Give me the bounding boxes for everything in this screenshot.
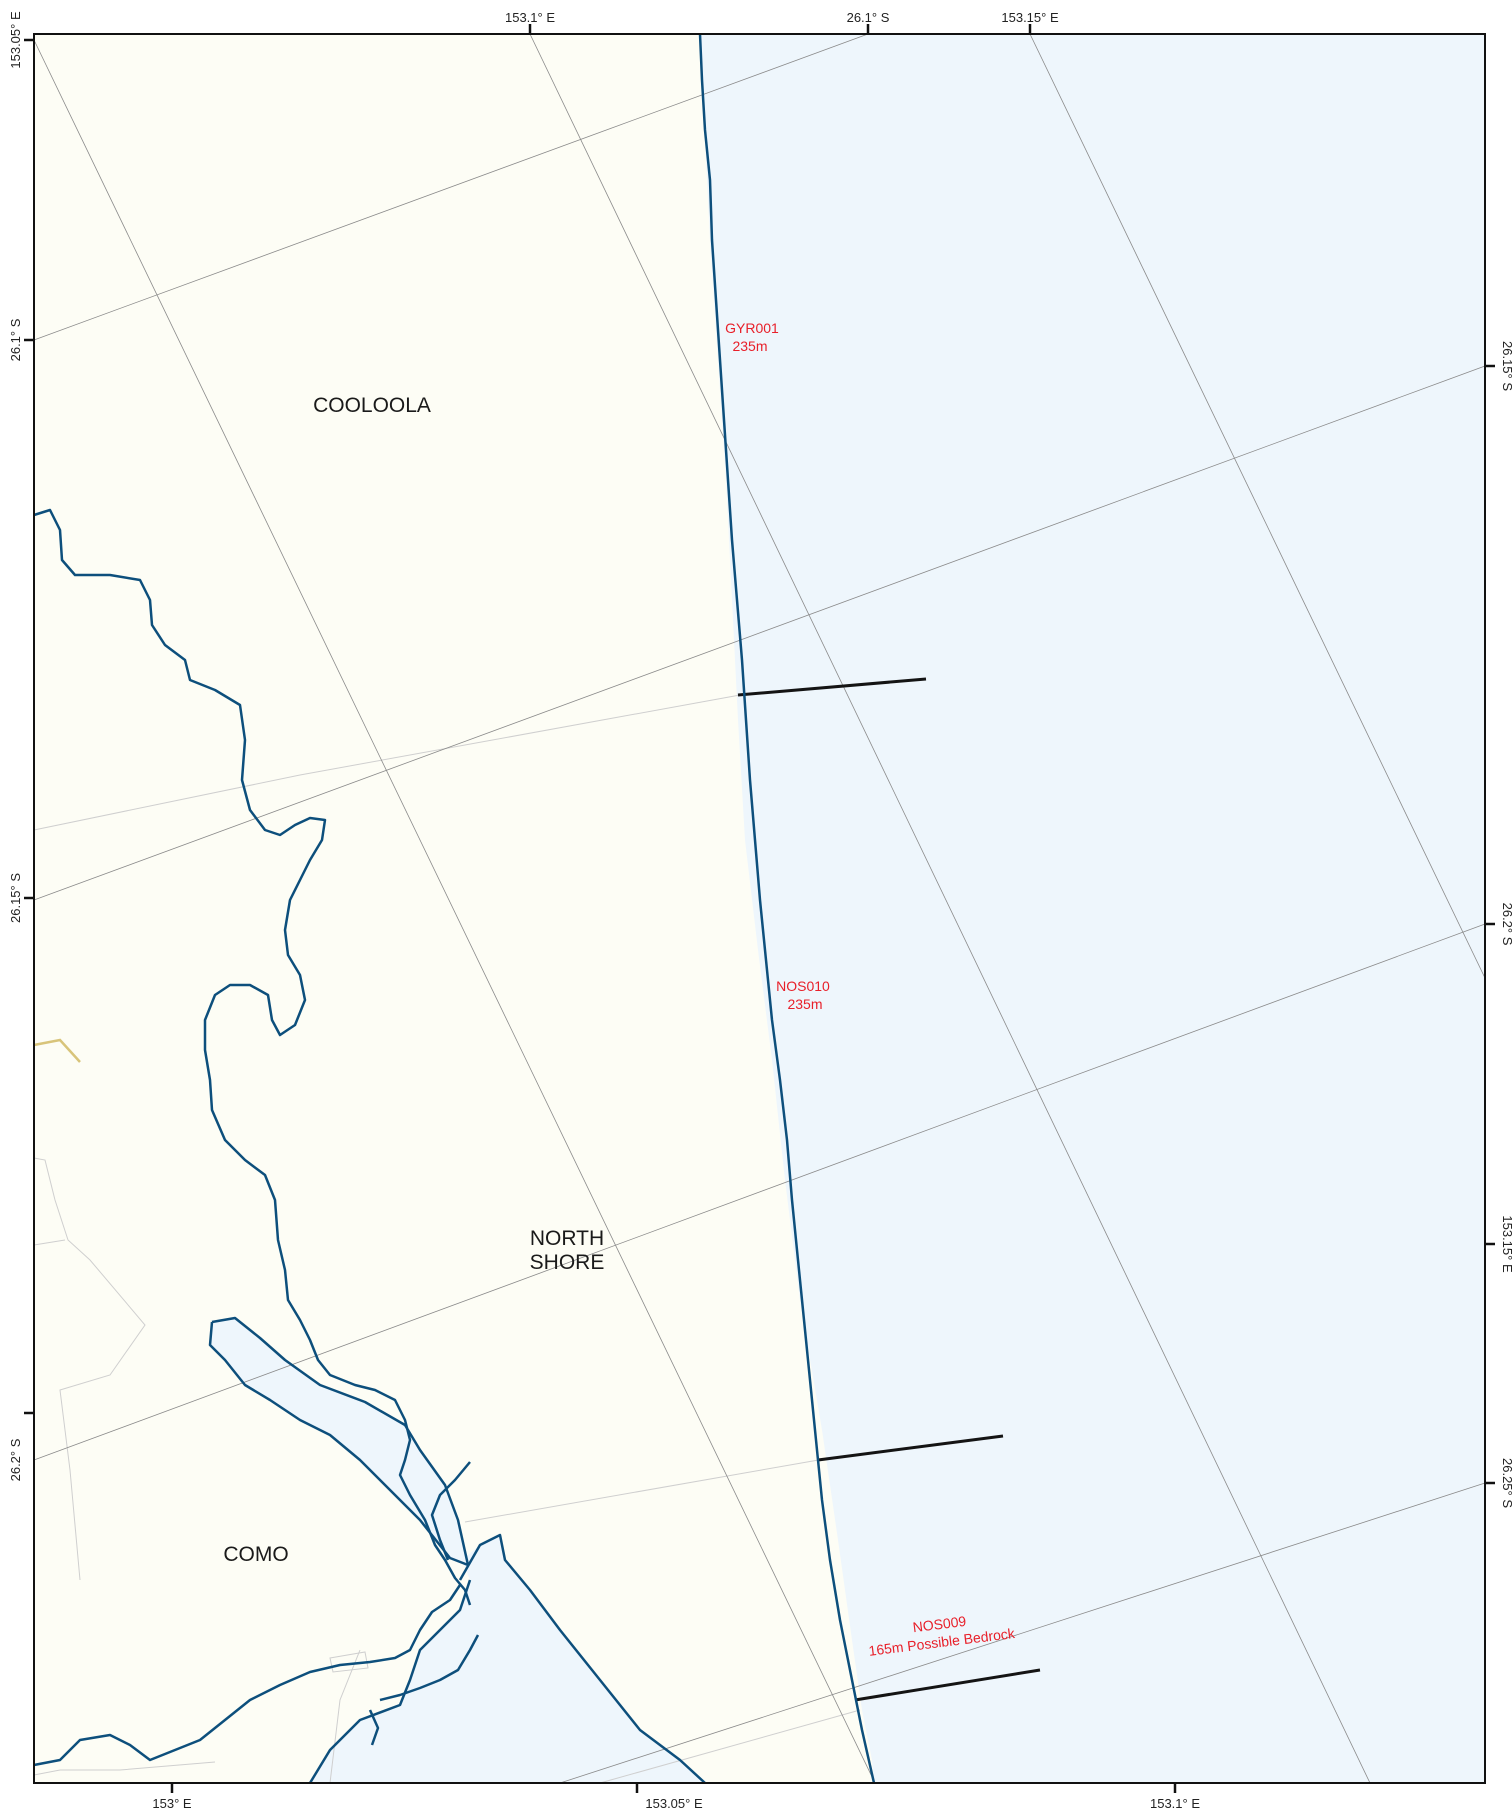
place-cooloola: COOLOOLA xyxy=(313,394,431,417)
bore-gyr001-depth: 235m xyxy=(732,338,767,354)
tick-bottom-3: 153.1° E xyxy=(1150,1796,1200,1811)
road xyxy=(33,1038,81,1063)
graticule xyxy=(33,33,1486,1784)
tick-right-2: 26.2° S xyxy=(1500,903,1512,946)
bore-nos010-name: NOS010 xyxy=(776,978,830,994)
tick-top-1: 153.1° E xyxy=(505,10,555,25)
frame-ticks xyxy=(24,24,1495,1793)
tick-top-2: 26.1° S xyxy=(847,10,890,25)
tick-left-2: 26.1° S xyxy=(8,318,23,361)
tick-left-3: 26.15° S xyxy=(8,873,23,923)
bore-gyr001-name: GYR001 xyxy=(725,320,779,336)
tick-bottom-2: 153.05° E xyxy=(645,1796,703,1811)
transects xyxy=(737,677,1041,1702)
tick-bottom-1: 153° E xyxy=(152,1796,192,1811)
tick-right-1: 26.15° S xyxy=(1500,341,1512,391)
tick-right-3: 153.15° E xyxy=(1500,1215,1512,1273)
coastline xyxy=(33,33,876,1784)
bay-water xyxy=(310,1535,705,1783)
bore-nos010-depth: 235m xyxy=(787,996,822,1012)
place-como: COMO xyxy=(223,1543,288,1566)
tick-left-4: 26.2° S xyxy=(8,1438,23,1481)
tick-top-3: 153.15° E xyxy=(1001,10,1059,25)
place-north-shore-line1: NORTH xyxy=(530,1227,604,1250)
place-north-shore-line2: SHORE xyxy=(530,1251,605,1274)
map-frame xyxy=(33,33,1486,1784)
tick-right-4: 26.25° S xyxy=(1500,1458,1512,1508)
tick-left-1: 153.05° E xyxy=(8,11,23,69)
ocean-area xyxy=(700,34,1485,1783)
bore-nos009-name: NOS009 xyxy=(912,1613,967,1635)
